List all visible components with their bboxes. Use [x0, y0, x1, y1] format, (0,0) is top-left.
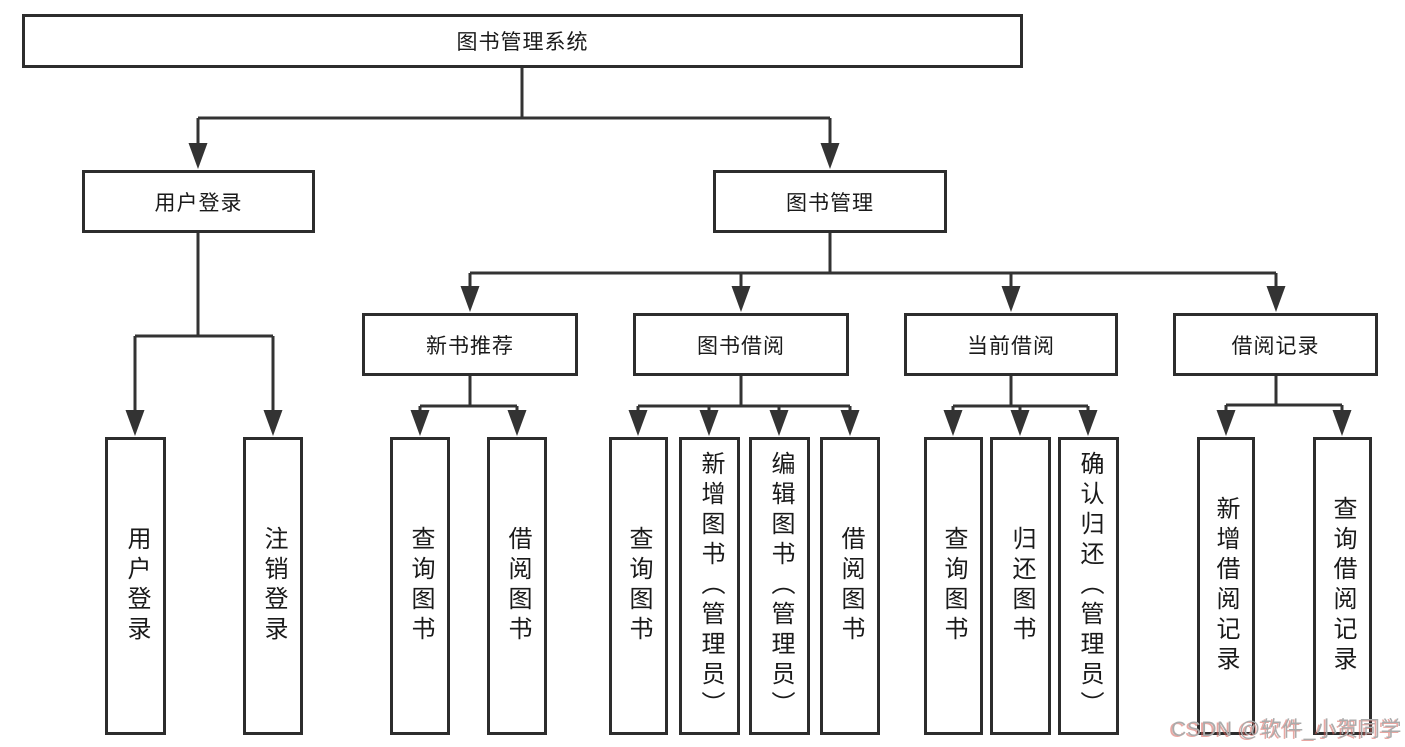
node-book-borrow: 图书借阅 [633, 313, 849, 376]
node-current-borrow: 当前借阅 [904, 313, 1118, 376]
node-borrow-records: 借阅记录 [1173, 313, 1378, 376]
node-root-label: 图书管理系统 [456, 31, 589, 54]
leaf-borrow-book: 借阅图书 [820, 437, 880, 735]
leaf-edit-book-admin: 编辑图书（管理员） [749, 437, 810, 735]
connector-current-split [951, 376, 1090, 414]
leaf-borrow-book-rec: 借阅图书 [487, 437, 547, 735]
connector-root-split [196, 68, 832, 146]
node-new-book-rec-label: 新书推荐 [426, 334, 514, 358]
node-user-login-branch-label: 用户登录 [154, 191, 243, 215]
connector-mgmt-split [468, 233, 1278, 288]
leaf-confirm-return-admin: 确认归还（管理员） [1058, 437, 1119, 735]
leaf-return-book: 归还图书 [990, 437, 1051, 735]
node-borrow-records-label: 借阅记录 [1231, 334, 1320, 358]
leaf-add-borrow-record: 新增借阅记录 [1197, 437, 1255, 735]
leaf-query-book-current: 查询图书 [924, 437, 983, 735]
node-current-borrow-label: 当前借阅 [967, 334, 1055, 358]
connector-newbook-split [418, 376, 519, 414]
leaf-logout: 注销登录 [243, 437, 303, 735]
leaf-query-book-borrow: 查询图书 [609, 437, 668, 735]
connector-records-split [1224, 376, 1344, 414]
leaf-query-borrow-record: 查询借阅记录 [1313, 437, 1372, 735]
node-root: 图书管理系统 [22, 14, 1023, 68]
leaf-user-login: 用户登录 [105, 437, 166, 735]
node-new-book-rec: 新书推荐 [362, 313, 578, 376]
connector-user-split [133, 233, 275, 412]
connector-borrow-split [636, 376, 852, 414]
leaf-query-book-rec: 查询图书 [390, 437, 450, 735]
node-book-mgmt-branch: 图书管理 [713, 170, 947, 233]
leaf-add-book-admin: 新增图书（管理员） [679, 437, 740, 735]
node-book-borrow-label: 图书借阅 [697, 334, 785, 358]
csdn-watermark: CSDN @软件_小贺同学 [1171, 718, 1402, 741]
node-book-mgmt-branch-label: 图书管理 [786, 191, 874, 215]
node-user-login-branch: 用户登录 [82, 170, 315, 233]
